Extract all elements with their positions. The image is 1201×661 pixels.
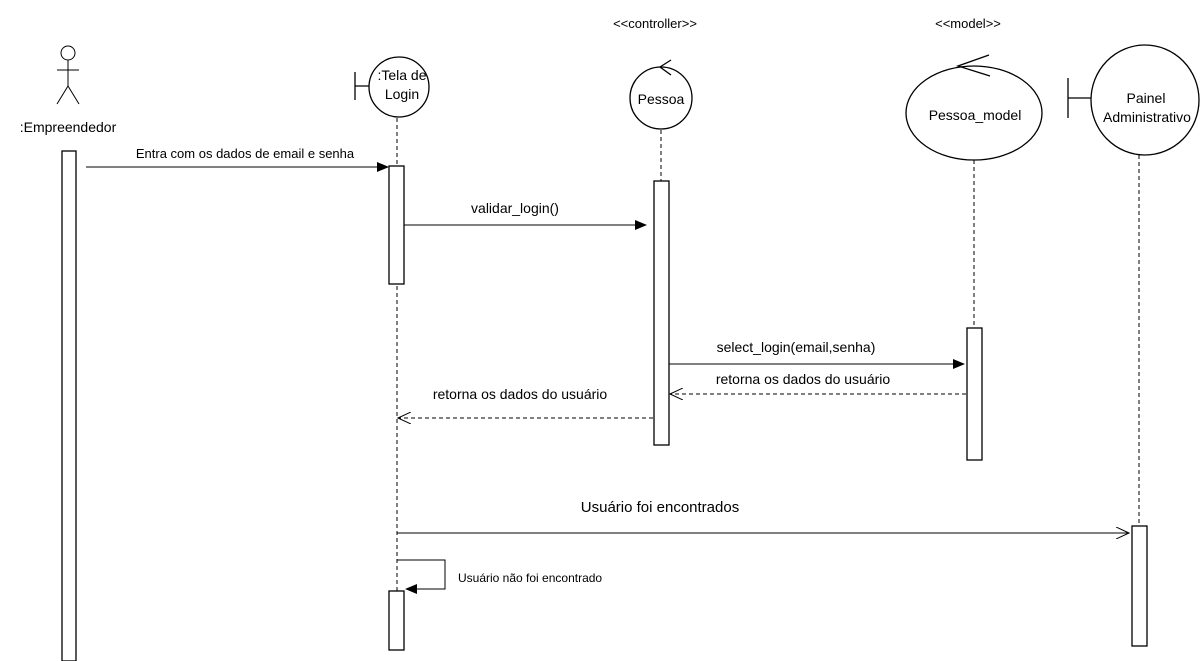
boundary-icon: [1067, 78, 1093, 118]
message-label: retorna os dados do usuário: [433, 386, 608, 402]
message-label: select_login(email,senha): [717, 339, 876, 355]
panel-name-line1: Painel: [1127, 90, 1166, 106]
boundary-circle: [368, 56, 430, 118]
message-usuario-encontrado: Usuário foi encontrados: [397, 499, 1129, 533]
participant-pessoa: <<controller>> Pessoa: [613, 16, 697, 446]
message-retorna-dados-model: retorna os dados do usuário: [670, 371, 966, 394]
message-select-login: select_login(email,senha): [669, 339, 965, 369]
controller-name: Pessoa: [638, 91, 685, 107]
actor-name: :Empreendedor: [20, 119, 117, 135]
model-arrow-icon: [955, 54, 991, 77]
boundary-name-line1: :Tela de: [377, 67, 426, 83]
actor-empreendedor: :Empreendedor: [20, 45, 117, 661]
activation-bar-actor: [61, 150, 77, 661]
message-label: Entra com os dados de email e senha: [136, 146, 355, 161]
message-label: retorna os dados do usuário: [716, 371, 891, 387]
control-arrow-icon: [658, 59, 672, 76]
message-label: Usuário não foi encontrado: [458, 571, 602, 585]
activation-bar-pessoa: [653, 180, 670, 446]
participant-tela-de-login: :Tela de Login: [354, 56, 430, 651]
activation-bar-login-2: [388, 590, 405, 651]
activation-bar-model: [966, 327, 983, 461]
message-entra-com-dados: Entra com os dados de email e senha: [86, 146, 389, 172]
message-label: validar_login(): [471, 200, 559, 216]
activation-bar-login-1: [388, 165, 405, 285]
activation-bar-painel: [1131, 525, 1148, 647]
model-name: Pessoa_model: [929, 107, 1022, 123]
message-usuario-nao-encontrado: Usuário não foi encontrado: [397, 559, 602, 594]
panel-name-line2: Administrativo: [1103, 109, 1191, 125]
message-label: Usuário foi encontrados: [581, 499, 739, 516]
panel-circle: [1090, 44, 1200, 156]
message-retorna-dados-pessoa: retorna os dados do usuário: [398, 386, 653, 418]
participant-pessoa-model: <<model>> Pessoa_model: [905, 16, 1043, 461]
stick-figure-icon: [56, 45, 80, 105]
participant-painel-administrativo: Painel Administrativo: [1067, 44, 1200, 647]
model-stereotype: <<model>>: [935, 16, 1001, 31]
boundary-name-line2: Login: [385, 86, 419, 102]
message-validar-login: validar_login(): [404, 200, 647, 230]
controller-stereotype: <<controller>>: [613, 16, 697, 31]
